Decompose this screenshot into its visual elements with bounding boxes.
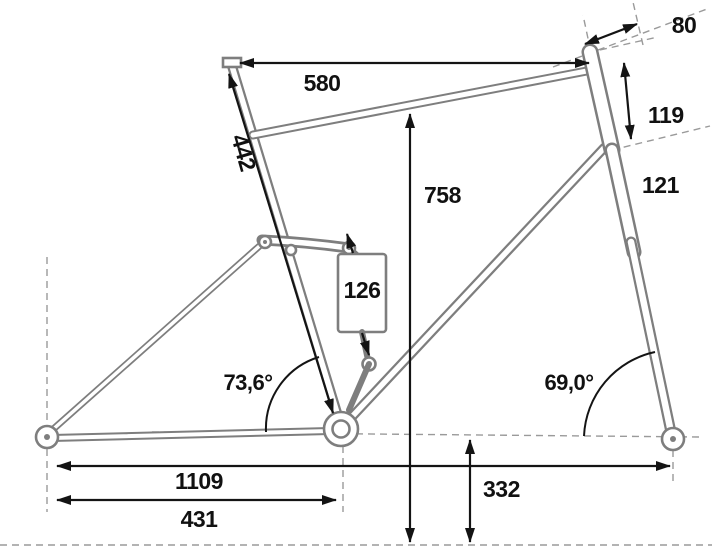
dimension-arrows xyxy=(56,22,671,543)
bottom-bracket-shell xyxy=(331,419,351,439)
head-tube-bottom-guide xyxy=(611,125,711,151)
shock-label: 126 xyxy=(344,277,381,303)
chainstay-label: 431 xyxy=(181,506,219,532)
fork-crown-inner xyxy=(607,145,639,257)
construction-guides xyxy=(0,1,712,546)
fork-upper-label: 121 xyxy=(642,172,680,198)
stem-label: 80 xyxy=(672,12,697,38)
top-tube-label: 580 xyxy=(304,70,341,96)
bb-height-label: 332 xyxy=(483,476,520,502)
seatstay-inner xyxy=(48,240,266,434)
rear-axle-center xyxy=(44,434,50,440)
shock-lower-link xyxy=(346,361,372,413)
stem-dimension-arrow xyxy=(584,22,638,46)
dimension-labels: 580 80 119 121 442 758 126 73,6° 69,0° 1… xyxy=(175,12,697,532)
stem-axis-guide xyxy=(552,8,708,68)
seat-angle-label: 73,6° xyxy=(223,370,272,395)
head-angle-arc xyxy=(583,351,656,437)
head-tube-top-guide xyxy=(599,36,659,51)
wheelbase-label: 1109 xyxy=(175,468,223,494)
axle-horizontal-guide xyxy=(151,431,701,438)
head-tube-inner xyxy=(584,46,618,156)
front-axle-center xyxy=(670,436,676,442)
down-tube-inner xyxy=(345,145,607,424)
height-label: 758 xyxy=(424,182,462,208)
seatpost-clamp xyxy=(221,56,243,69)
rocker-pivot-front-hole xyxy=(263,240,267,244)
seat-angle-arc xyxy=(264,356,320,433)
head-angle-label: 69,0° xyxy=(544,370,593,395)
fork-lower-inner xyxy=(627,238,676,441)
frame-points xyxy=(34,410,686,452)
bar-position-guide xyxy=(632,1,644,46)
seat-tube-dimension-arrow xyxy=(227,73,335,414)
rear-suspension xyxy=(256,234,388,413)
shock-dimension-arrow-top xyxy=(345,233,356,254)
head-tube-label: 119 xyxy=(648,102,684,128)
head-tube-dimension-arrow xyxy=(620,62,635,140)
shock-dimension-arrow-bottom xyxy=(359,332,371,356)
rocker-pivot-mid xyxy=(284,243,298,257)
chainstay-inner xyxy=(50,429,332,440)
